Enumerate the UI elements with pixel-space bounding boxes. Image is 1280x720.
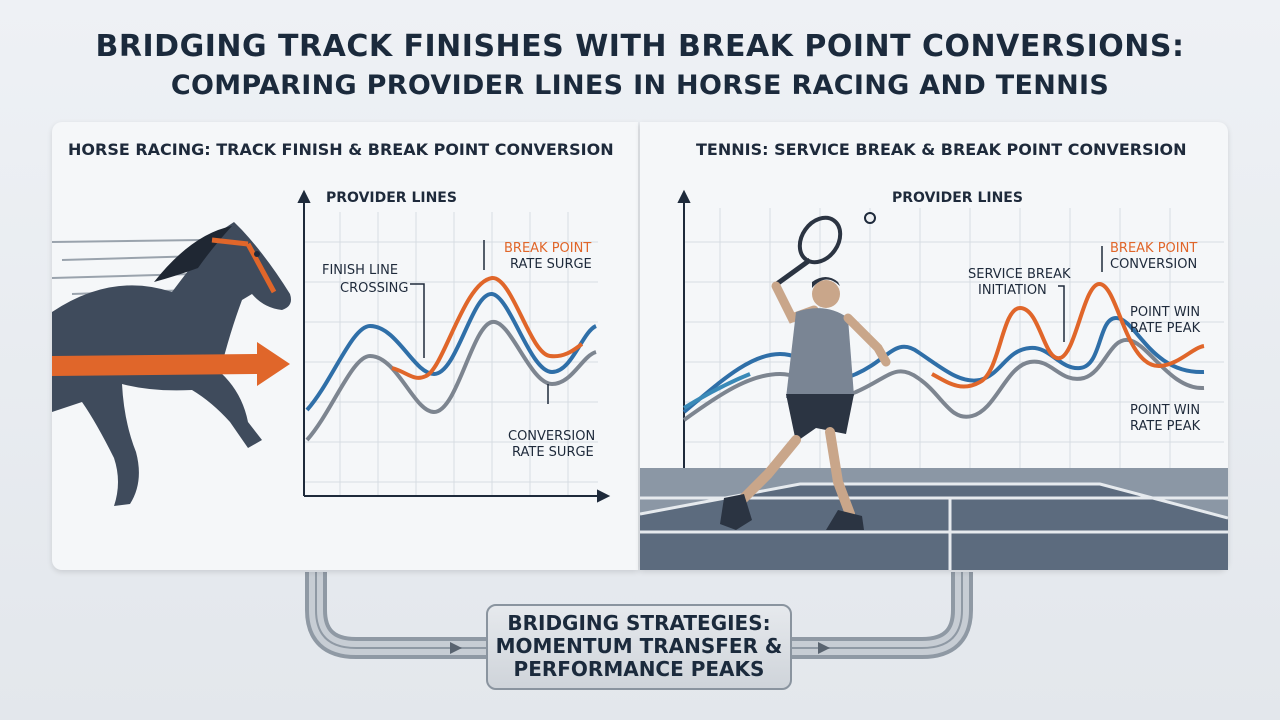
annotation-service-break-1: SERVICE BREAK (968, 267, 1071, 282)
horse-racing-chart: PROVIDER LINES FINISH LINE CROSSING BREA… (52, 189, 611, 506)
tennis-player-illustration (720, 215, 891, 530)
chart-title: PROVIDER LINES (892, 190, 1023, 206)
annotation-break-point-2: RATE SURGE (510, 257, 592, 272)
annotation-conversion-1: CONVERSION (508, 429, 595, 444)
annotation-point-win-a1: POINT WIN (1130, 305, 1200, 320)
annotation-finish-line-1: FINISH LINE (322, 263, 398, 278)
chart-axes (297, 189, 611, 503)
annotation-point-win-b1: POINT WIN (1130, 403, 1200, 418)
tennis-panel: TENNIS: SERVICE BREAK & BREAK POINT CONV… (640, 122, 1228, 570)
tennis-chart: PROVIDER LINES SERVICE BREAK INITIATION … (640, 189, 1228, 570)
page-title: BRIDGING TRACK FINISHES WITH BREAK POINT… (0, 28, 1280, 104)
bridging-strategies-box: BRIDGING STRATEGIES: MOMENTUM TRANSFER &… (486, 604, 792, 690)
title-line-2: COMPARING PROVIDER LINES IN HORSE RACING… (170, 70, 1110, 101)
annotation-break-point-1: BREAK POINT (504, 241, 591, 256)
bridge-line-2: MOMENTUM TRANSFER & (495, 634, 783, 658)
arrow-icon (52, 342, 290, 386)
bridge-line-1: BRIDGING STRATEGIES: (507, 611, 771, 635)
series-line-orange (931, 282, 1205, 389)
horse-racing-panel: HORSE RACING: TRACK FINISH & BREAK POINT… (52, 122, 638, 570)
annotation-break-point-2: CONVERSION (1110, 257, 1197, 272)
annotation-finish-line-2: CROSSING (340, 281, 408, 296)
annotation-point-win-a2: RATE PEAK (1130, 321, 1201, 336)
title-line-1: BRIDGING TRACK FINISHES WITH BREAK POINT… (95, 29, 1185, 64)
annotation-conversion-2: RATE SURGE (512, 445, 594, 460)
chart-title: PROVIDER LINES (326, 190, 457, 206)
series-line-teal (682, 372, 751, 410)
arrow-icon (450, 642, 462, 654)
tennis-heading: TENNIS: SERVICE BREAK & BREAK POINT CONV… (696, 140, 1187, 159)
chart-grid (684, 208, 1224, 468)
chart-axes (677, 189, 691, 468)
annotation-leaders (1058, 246, 1103, 342)
horse-racing-heading: HORSE RACING: TRACK FINISH & BREAK POINT… (68, 140, 614, 159)
series-line-gray (305, 320, 597, 442)
tennis-ball-icon (864, 212, 876, 224)
annotation-point-win-b2: RATE PEAK (1130, 419, 1201, 434)
series-line-orange (391, 276, 584, 380)
arrow-icon (818, 642, 830, 654)
annotation-service-break-2: INITIATION (978, 283, 1047, 298)
annotation-leaders (410, 240, 549, 404)
bridge-line-3: PERFORMANCE PEAKS (513, 657, 765, 681)
series-line-blue (305, 292, 598, 412)
annotation-break-point-1: BREAK POINT (1110, 241, 1197, 256)
